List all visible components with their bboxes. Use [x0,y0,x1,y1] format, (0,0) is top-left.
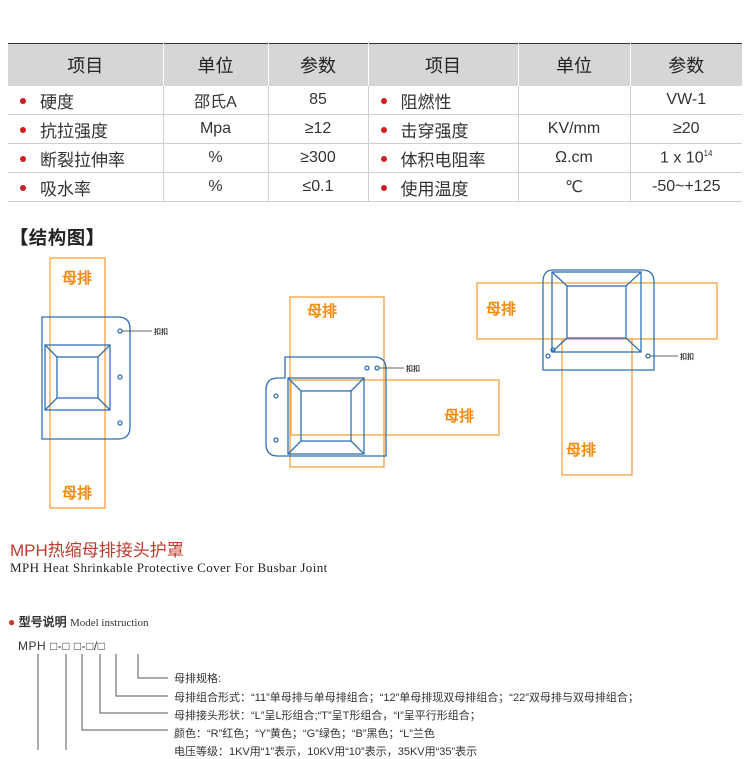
model-heading-en: Model instruction [69,617,149,629]
cover-bevel [287,377,365,455]
table-header-row: 项目 单位 参数 项目 单位 参数 [8,43,742,86]
table-row: 抗拉强度 Mpa ≥12 击穿强度 KV/mm ≥20 [8,114,742,144]
table-cell-item: 抗拉强度 [8,114,163,144]
product-title-en: MPH Heat Shrinkable Protective Cover For… [10,560,328,575]
busbar-label: 母排 [307,302,337,320]
model-bracket-lines [37,654,168,750]
table-cell-unit: % [162,143,269,173]
table-cell-unit [517,86,631,115]
cover-frame-outer [287,377,365,455]
spec-table: 项目 单位 参数 项目 单位 参数 硬度 邵氏A 85 阻燃性 VW-1 抗拉强… [8,43,742,202]
bolt-label: 扣扣 [680,352,694,361]
table-cell-item: 断裂拉伸率 [8,143,163,173]
table-cell-item: 硬度 [8,86,163,115]
cover-frame-outer [551,271,642,353]
cover-outline [41,316,131,440]
bullet-icon [380,98,387,105]
bolt-hole-icon [545,353,551,359]
bolt-hole-icon [117,328,123,334]
bullet-icon [20,127,26,134]
bullet-icon [380,185,387,192]
cover-bevel [44,344,111,411]
column-header-item: 项目 [367,43,518,86]
table-cell-param: 85 [268,86,368,115]
bullet-icon [380,127,387,134]
table-cell-param: ≤0.1 [268,172,368,202]
model-line-joint-shape: 母排接头形状：“L”呈L形组合;“T”呈T形组合，“I”呈平行形组合； [174,710,481,722]
table-row: 硬度 邵氏A 85 阻燃性 VW-1 [8,86,742,115]
model-line-busbar-spec: 母排规格: [174,673,222,685]
table-cell-unit: 邵氏A [162,86,269,115]
diagram-t-joint [476,269,718,476]
table-cell-param: VW-1 [630,86,742,115]
bolt-label: 扣扣 [406,364,420,373]
cover-outline [542,269,655,371]
table-cell-item: 体积电阻率 [367,143,518,173]
cover-frame-inner [566,285,627,339]
bolt-hole-icon [273,393,279,399]
bullet-icon [20,98,26,105]
bolt-label: 扣扣 [154,327,168,336]
table-cell-param: ≥300 [268,143,368,173]
table-cell-unit: % [162,172,269,202]
model-heading-cn: 型号说明 [18,615,67,629]
column-header-unit: 单位 [162,43,268,86]
diagram-straight-joint [41,257,152,509]
cover-bevel [551,271,642,353]
busbar-label: 母排 [566,441,596,459]
bolt-hole-icon [374,365,380,371]
busbar-label: 母排 [486,300,516,318]
table-cell-unit: Ω.cm [517,143,631,173]
cover-frame-outer [44,344,111,411]
busbar-label: 母排 [444,407,474,425]
busbar-shape [290,379,500,436]
busbar-shape [561,338,633,476]
bolt-hole-icon [273,437,279,443]
model-heading: ● 型号说明 Model instruction [8,615,149,629]
table-cell-unit: ℃ [517,172,631,202]
column-header-item: 项目 [8,43,163,86]
bolt-hole-icon [117,420,123,426]
cover-outline [265,356,387,457]
structure-diagram: 母排 母排 母排 母排 母排 母排 扣扣 扣扣 扣扣 [41,257,718,509]
product-title-cn: MPH热缩母排接头护罩 [10,541,184,560]
table-cell-param: ≥20 [630,114,742,144]
column-header-param: 参数 [267,43,368,86]
table-cell-param: -50~+125 [630,172,742,202]
model-line-combination: 母排组合形式：“11”单母排与单母排组合；“12”单母排现双母排组合；“22”双… [174,692,639,704]
cover-frame-inner [300,390,352,442]
column-header-unit: 单位 [517,43,630,86]
bolt-hole-icon [117,374,123,380]
column-header-param: 参数 [629,43,742,86]
table-row: 断裂拉伸率 % ≥300 体积电阻率 Ω.cm 1 x 1014 [8,143,742,173]
table-cell-item: 使用温度 [367,172,518,202]
busbar-label: 母排 [62,269,92,287]
table-cell-unit: KV/mm [517,114,631,144]
bolt-hole-icon [364,365,370,371]
bolt-hole-icon [645,353,651,359]
busbar-label: 母排 [62,484,92,502]
structure-heading: 【结构图】 [10,228,105,248]
bolt-hole-icon [550,347,556,353]
table-cell-item: 击穿强度 [367,114,518,144]
bullet-icon [20,156,26,163]
model-code: MPH □-□ □-□/□ [18,639,106,653]
table-cell-item: 吸水率 [8,172,163,202]
table-row: 吸水率 % ≤0.1 使用温度 ℃ -50~+125 [8,172,742,202]
model-line-color: 颜色：“R”红色；“Y”黄色；“G”绿色；“B”黑色；“L”兰色 [174,728,435,740]
bullet-icon [380,156,387,163]
model-line-voltage: 电压等级：1KV用“1”表示，10KV用“10”表示，35KV用“35”表示 [174,746,478,758]
table-cell-item: 阻燃性 [367,86,518,115]
table-cell-param: ≥12 [268,114,368,144]
busbar-shape [289,296,385,468]
cover-frame-inner [56,356,99,399]
busbar-shape [49,257,106,509]
table-cell-param: 1 x 1014 [630,143,742,173]
bullet-icon [20,185,26,192]
diagram-l-joint [265,296,500,468]
table-cell-unit: Mpa [162,114,269,144]
